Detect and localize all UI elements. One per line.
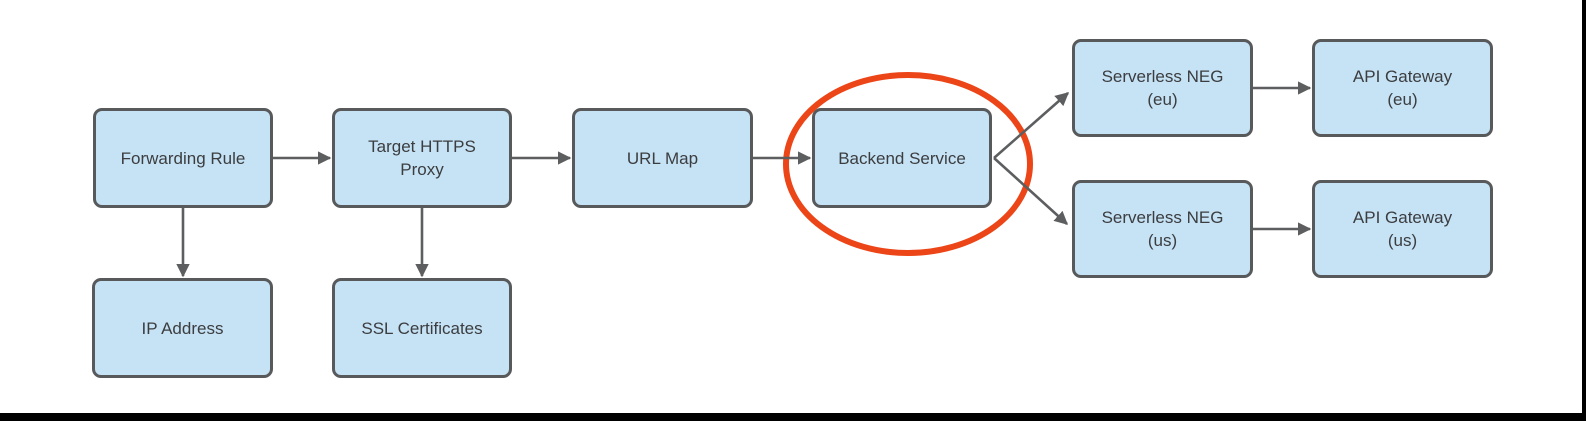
- node-url-map: URL Map: [572, 108, 753, 208]
- node-ip-address: IP Address: [92, 278, 273, 378]
- edge-backend-service-to-serverless-neg-us: [993, 157, 1069, 225]
- node-label-backend-service: Backend Service: [838, 148, 966, 168]
- node-api-gateway-eu: API Gateway (eu): [1312, 39, 1493, 137]
- page-edge-bottom: [0, 413, 1586, 421]
- node-label-api-gateway-eu: API Gateway (eu): [1352, 67, 1453, 109]
- node-label-target-https-proxy: Target HTTPS Proxy: [368, 137, 476, 179]
- node-api-gateway-us: API Gateway (us): [1312, 180, 1493, 278]
- node-serverless-neg-eu: Serverless NEG (eu): [1072, 39, 1253, 137]
- node-label-serverless-neg-eu: Serverless NEG (eu): [1101, 67, 1224, 109]
- node-label-url-map: URL Map: [626, 148, 699, 168]
- node-label-ip-address: IP Address: [141, 318, 224, 338]
- node-label-serverless-neg-us: Serverless NEG (us): [1101, 208, 1224, 250]
- node-target-https-proxy: Target HTTPS Proxy: [332, 108, 512, 208]
- node-label-ssl-certificates: SSL Certificates: [361, 318, 483, 338]
- node-serverless-neg-us: Serverless NEG (us): [1072, 180, 1253, 278]
- node-label-forwarding-rule: Forwarding Rule: [120, 148, 246, 168]
- node-label-api-gateway-us: API Gateway (us): [1352, 208, 1453, 250]
- node-ssl-certificates: SSL Certificates: [332, 278, 512, 378]
- page-edge-right: [1582, 0, 1586, 421]
- node-forwarding-rule: Forwarding Rule: [93, 108, 273, 208]
- edge-backend-service-to-serverless-neg-eu: [993, 92, 1070, 159]
- node-backend-service: Backend Service: [812, 108, 992, 208]
